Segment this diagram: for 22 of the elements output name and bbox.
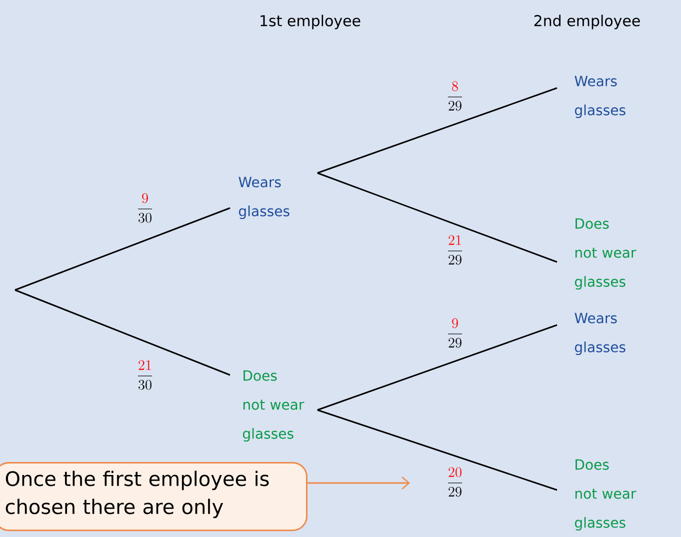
probability-fraction: $\frac{\textcolor{red}{21}}{29}$ (448, 235, 462, 265)
branch-line (317, 172, 558, 263)
branch-line (317, 324, 558, 411)
outcome-label: Does not wear glasses (574, 459, 636, 531)
column-heading: 2nd employee (534, 14, 640, 30)
probability-fraction: $\frac{\textcolor{red}{9}}{29}$ (448, 318, 462, 348)
outcome-label: Wears glasses (238, 176, 290, 220)
branch-line (14, 289, 230, 376)
probability-fraction: $\frac{\textcolor{red}{8}}{29}$ (448, 81, 462, 111)
branch-line (14, 207, 230, 291)
outcome-label: Wears glasses (574, 76, 626, 118)
probability-fraction: $\frac{\textcolor{red}{20}}{29}$ (448, 467, 462, 497)
probability-fraction: $\frac{\textcolor{red}{9}}{30}$ (138, 193, 152, 223)
column-heading: 1st employee (260, 14, 360, 30)
outcome-label: Does not wear glasses (574, 218, 636, 290)
arrow (308, 476, 410, 490)
branch-line (317, 409, 558, 491)
outcome-label: Does not wear glasses (242, 370, 304, 442)
callout-box: Once the first employee is chosen there are only (0, 462, 308, 532)
outcome-label: Wears glasses (574, 312, 626, 356)
probability-fraction: $\frac{\textcolor{red}{21}}{30}$ (138, 360, 152, 390)
branch-line (317, 87, 558, 174)
